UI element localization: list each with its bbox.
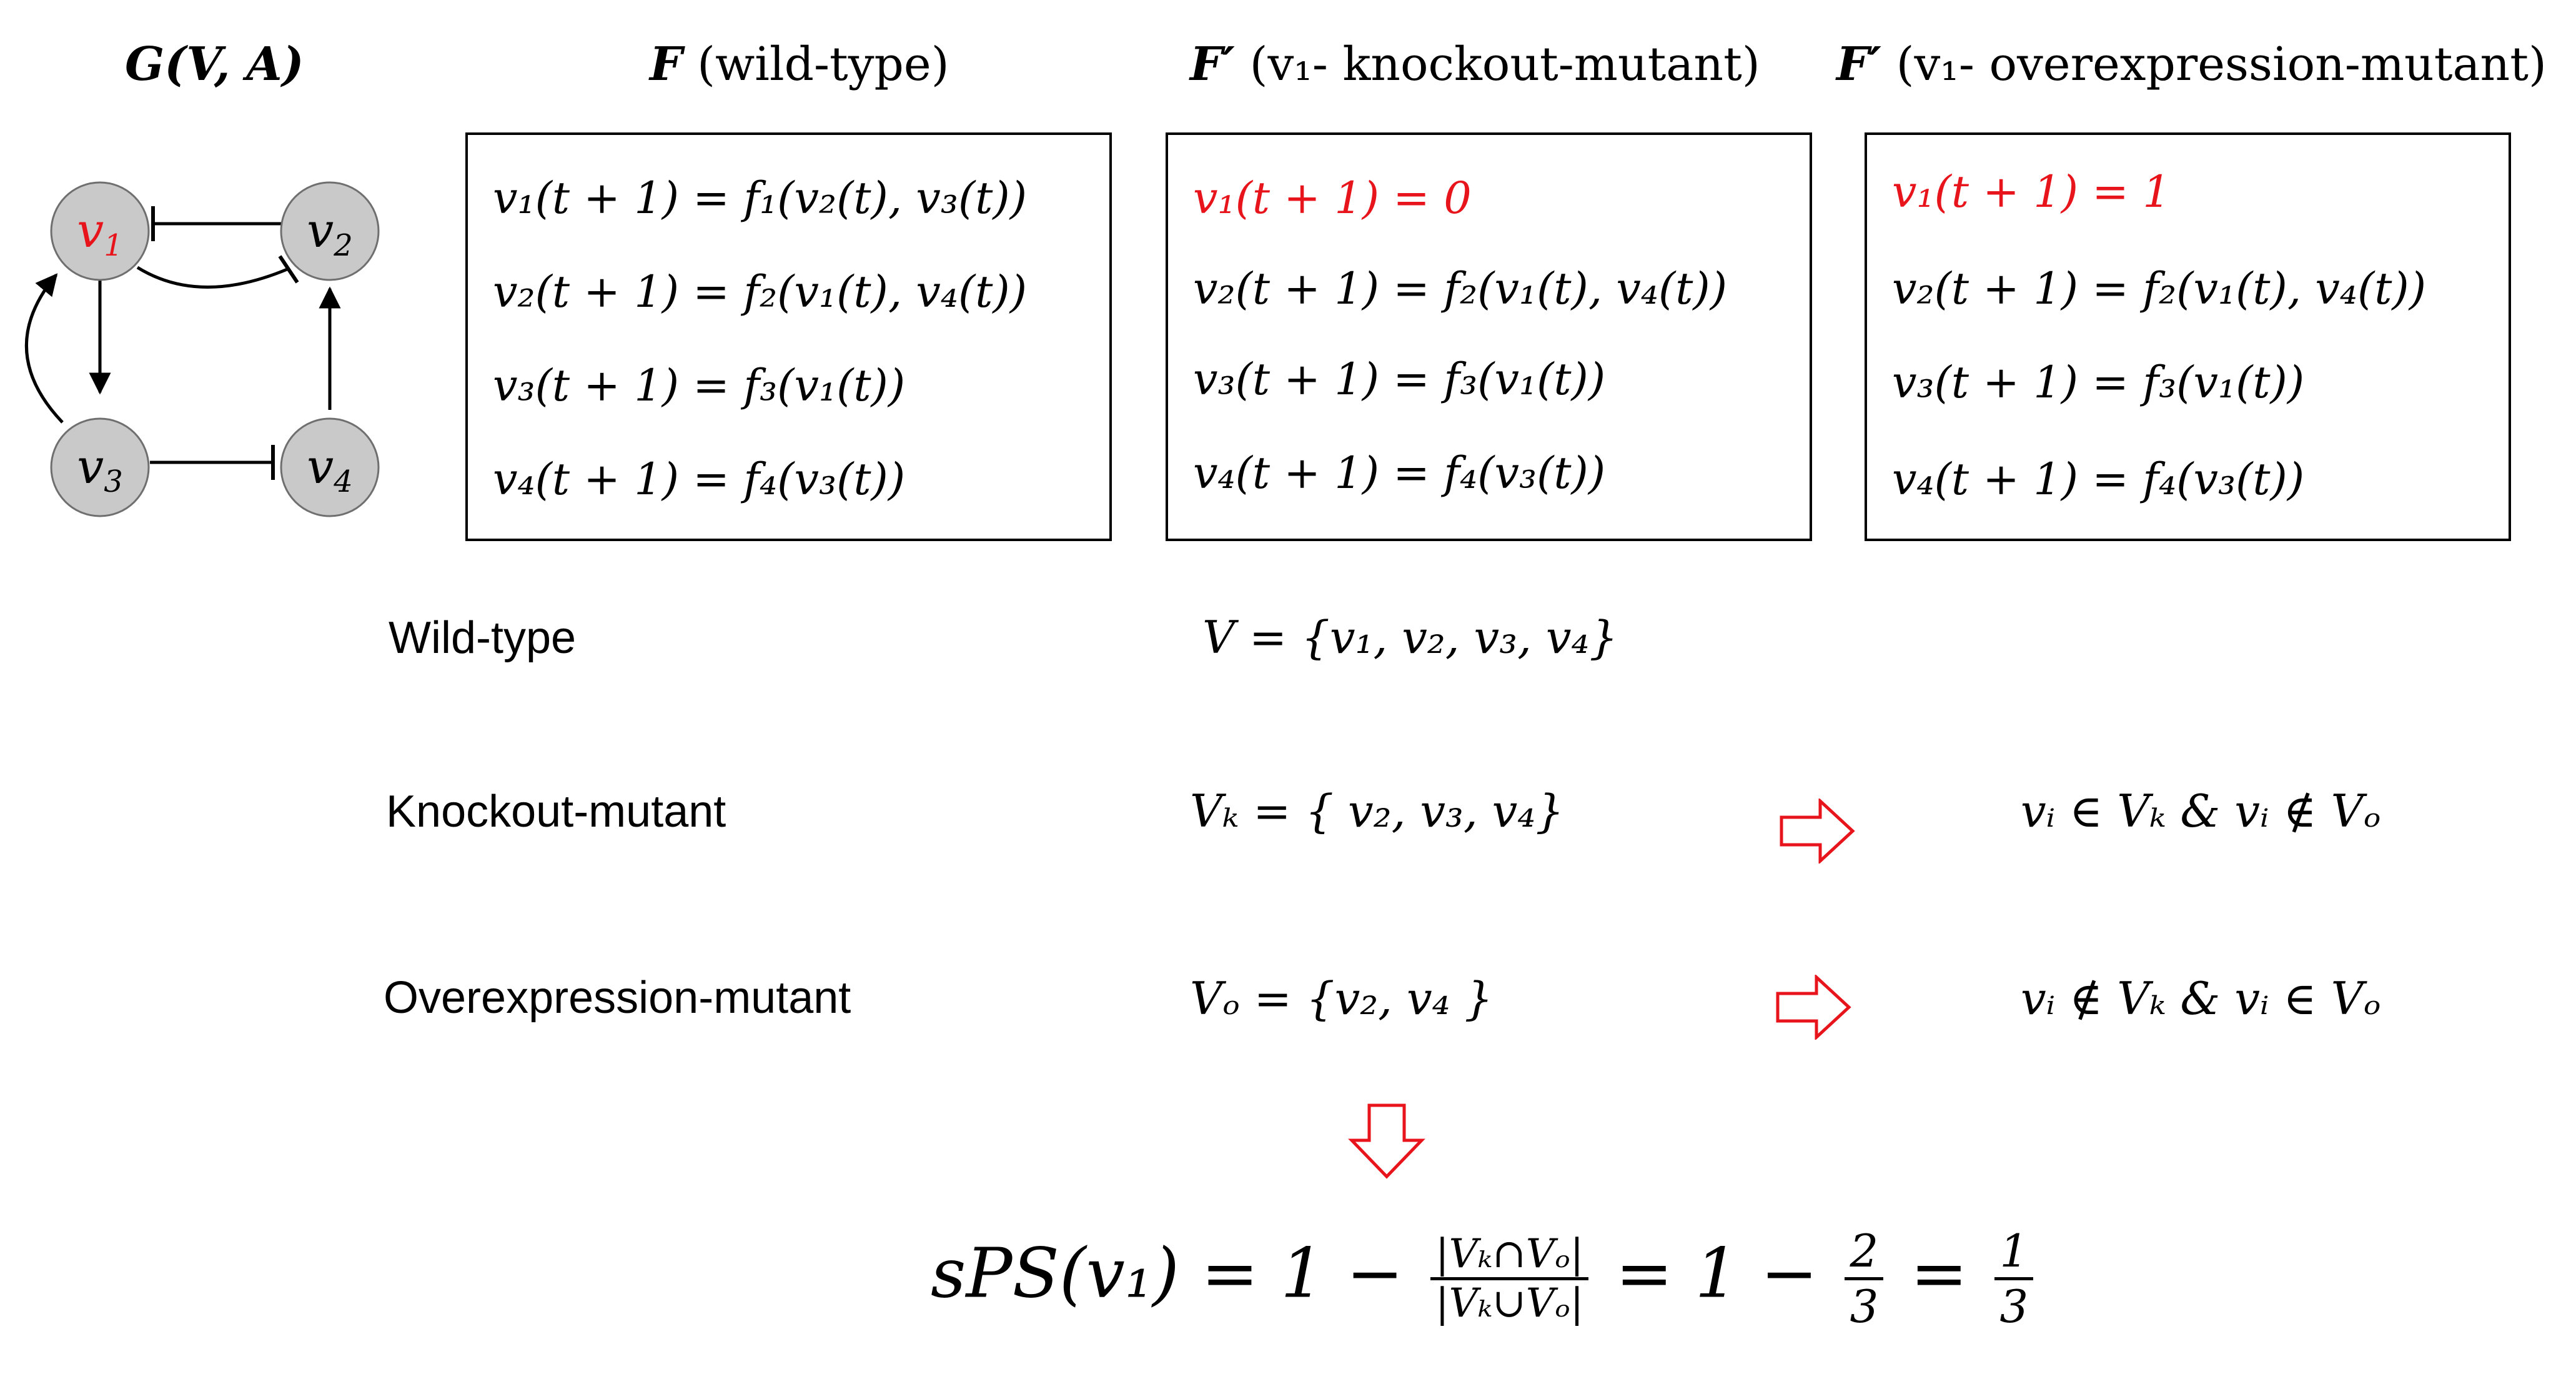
fraction-two-thirds: 2 3 <box>1845 1225 1884 1333</box>
equation: v₃(t + 1) = f₃(v₁(t)) <box>1193 354 1606 405</box>
svg-text:v3: v3 <box>77 439 122 499</box>
node-v4: v4 <box>280 417 380 517</box>
svg-text:v2: v2 <box>307 202 352 263</box>
row-result-overexpression: vᵢ ∉ Vₖ & vᵢ ∈ Vₒ <box>2021 972 2381 1025</box>
row-result-knockout: vᵢ ∈ Vₖ & vᵢ ∉ Vₒ <box>2021 785 2381 837</box>
equation: v₄(t + 1) = f₄(v₃(t)) <box>493 454 906 505</box>
equation: v₂(t + 1) = f₂(v₁(t), v₄(t)) <box>1892 263 2427 314</box>
network-graph: v1 v2 v3 v4 <box>25 181 380 517</box>
row-label-overexpression: Overexpression-mutant <box>384 973 851 1023</box>
equation: v₃(t + 1) = f₃(v₁(t)) <box>493 360 906 411</box>
node-v1: v1 <box>50 181 150 281</box>
row-label-wildtype: Wild-type <box>389 613 577 663</box>
fraction-one-third: 1 3 <box>1994 1225 2034 1333</box>
equation-v1-fixed: v₁(t + 1) = 1 <box>1892 166 2171 217</box>
box-title-knockout: F′ (v₁- knockout-mutant) <box>1190 37 1760 91</box>
down-arrow-icon <box>1348 1103 1425 1179</box>
equation: v₃(t + 1) = f₃(v₁(t)) <box>1892 357 2305 408</box>
edge-v3-v1 <box>25 273 64 424</box>
right-arrow-icon <box>1776 975 1851 1040</box>
graph-title: G(V, A) <box>125 37 304 91</box>
row-set-knockout: Vₖ = { v₂, v₃, v₄} <box>1190 785 1565 837</box>
wildtype-equations-box: v₁(t + 1) = f₁(v₂(t), v₃(t)) v₂(t + 1) =… <box>465 132 1112 541</box>
right-arrow-icon <box>1780 799 1855 864</box>
edge-v1-v2 <box>136 266 289 289</box>
equation: v₂(t + 1) = f₂(v₁(t), v₄(t)) <box>1193 263 1728 314</box>
overexpression-equations-box: v₁(t + 1) = 1 v₂(t + 1) = f₂(v₁(t), v₄(t… <box>1865 132 2511 541</box>
row-set-wildtype: V = {v₁, v₂, v₃, v₄} <box>1202 611 1618 664</box>
box-title-overexpression: F′ (v₁- overexpression-mutant) <box>1836 37 2547 91</box>
box-title-wildtype: F (wild-type) <box>650 37 949 91</box>
equation: v₄(t + 1) = f₄(v₃(t)) <box>1892 454 2305 505</box>
sps-formula: sPS(v₁) = 1 − |Vₖ∩Vₒ| |Vₖ∪Vₒ| = 1 − 2 3 … <box>931 1225 2038 1333</box>
row-set-overexpression: Vₒ = {v₂, v₄ } <box>1190 972 1494 1025</box>
row-label-knockout: Knockout-mutant <box>386 787 726 837</box>
svg-text:v1: v1 <box>77 202 122 263</box>
equation: v₂(t + 1) = f₂(v₁(t), v₄(t)) <box>493 266 1028 317</box>
node-v2: v2 <box>280 181 380 281</box>
equation: v₄(t + 1) = f₄(v₃(t)) <box>1193 447 1606 499</box>
svg-text:v4: v4 <box>307 439 352 499</box>
knockout-equations-box: v₁(t + 1) = 0 v₂(t + 1) = f₂(v₁(t), v₄(t… <box>1166 132 1812 541</box>
equation-v1-fixed: v₁(t + 1) = 0 <box>1193 172 1472 224</box>
node-v3: v3 <box>50 417 150 517</box>
fraction-intersection-union: |Vₖ∩Vₒ| |Vₖ∪Vₒ| <box>1430 1231 1589 1327</box>
equation: v₁(t + 1) = f₁(v₂(t), v₃(t)) <box>493 172 1028 224</box>
